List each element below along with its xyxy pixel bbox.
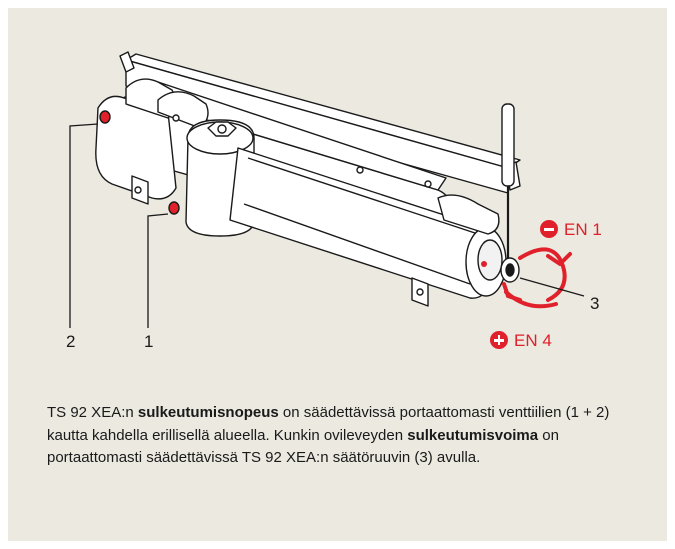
rotation-arrows-icon (502, 247, 572, 309)
valve-markers (99, 110, 487, 267)
door-closer-illustration (69, 51, 585, 328)
closing-force-term: sulkeutumisvoima (407, 426, 539, 444)
adjust-decrease: EN 1 (540, 220, 602, 238)
adjust-decrease-label: EN 1 (564, 219, 602, 239)
callout-3: 3 (590, 294, 600, 313)
adjust-increase-label: EN 4 (514, 330, 552, 350)
description-paragraph: TS 92 XEA:n sulkeutumisnopeus on säädett… (47, 402, 647, 470)
plus-icon (490, 331, 508, 349)
description-text-2: on säädettävissä portaattomasti venttiil… (47, 404, 610, 444)
description-text-3: on portaattomasti säädettävissä TS 92 XE… (47, 426, 559, 467)
adjust-increase: EN 4 (490, 331, 552, 349)
callout-2: 2 (66, 332, 76, 351)
minus-icon (540, 220, 558, 238)
description-text-1: TS 92 XEA:n (47, 404, 138, 421)
info-card: 2 1 3 EN 1 EN 4 TS 92 XEA:n sulkeutumisn… (8, 8, 667, 541)
closing-speed-term: sulkeutumisnopeus (137, 404, 279, 421)
callout-1: 1 (144, 332, 154, 351)
